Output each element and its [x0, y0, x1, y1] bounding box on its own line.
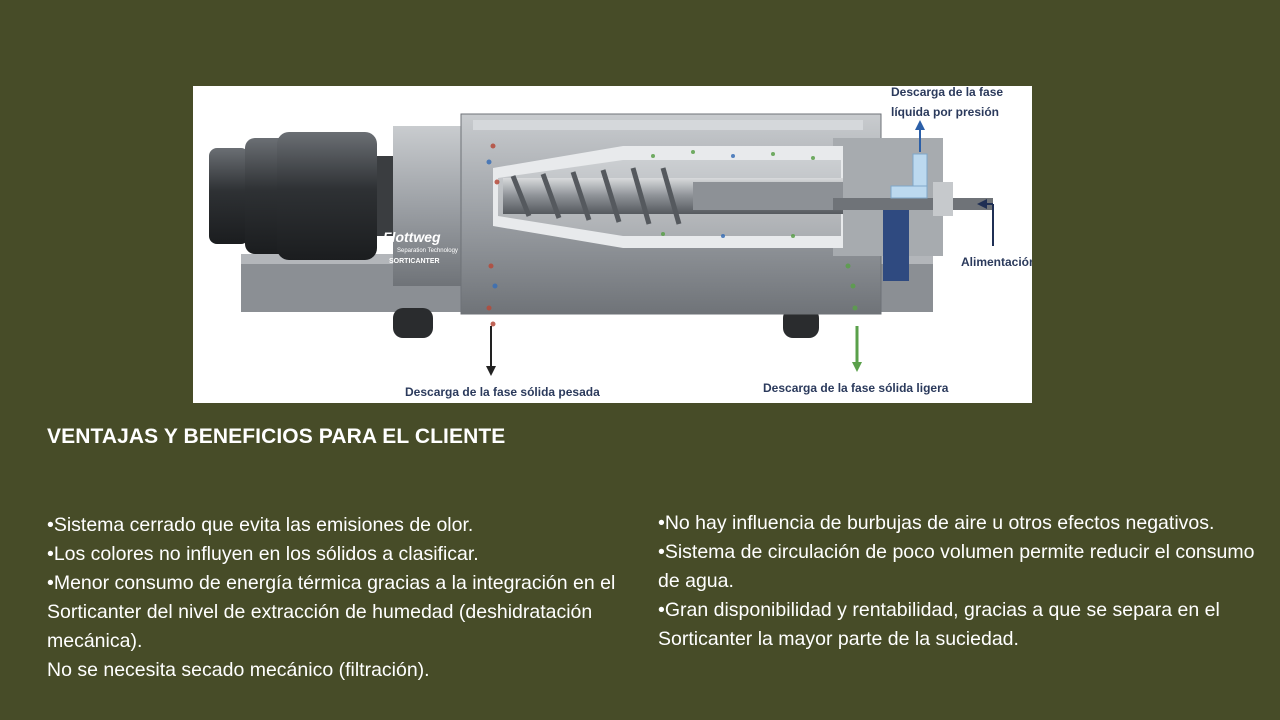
benefit-item: •Sistema de circulación de poco volumen … [658, 541, 1255, 592]
benefit-item: •Gran disponibilidad y rentabilidad, gra… [658, 599, 1220, 650]
label-liquid-discharge-2: líquida por presión [891, 105, 999, 119]
flow-arrows [486, 120, 994, 376]
benefit-item: •Los colores no influyen en los sólidos … [47, 543, 479, 565]
benefits-list-right: •No hay influencia de burbujas de aire u… [658, 509, 1258, 654]
motor [209, 132, 397, 260]
sorticanter-diagram: Flottweg Separation Technology SORTICANT… [193, 86, 1032, 403]
brand-subtitle: Separation Technology [397, 248, 458, 254]
feed-tube [833, 153, 993, 216]
label-feed: Alimentación [961, 255, 1032, 269]
foot-right [783, 308, 819, 338]
brand-name: Flottweg [383, 229, 441, 245]
benefit-item: •No hay influencia de burbujas de aire u… [658, 512, 1215, 534]
brand-plate: Flottweg Separation Technology SORTICANT… [383, 229, 458, 265]
solid-particles [486, 143, 858, 327]
benefit-item: •Menor consumo de energía térmica gracia… [47, 572, 616, 652]
model-name: SORTICANTER [389, 258, 440, 265]
section-heading: VENTAJAS Y BENEFICIOS PARA EL CLIENTE [47, 425, 506, 448]
feed-chamber [883, 206, 909, 281]
foot-left [393, 308, 433, 338]
sorticanter-illustration: Flottweg Separation Technology SORTICANT… [209, 86, 1032, 399]
label-heavy-solid: Descarga de la fase sólida pesada [405, 385, 600, 399]
screw-conveyor [503, 167, 843, 225]
label-light-solid: Descarga de la fase sólida ligera [763, 381, 949, 395]
label-liquid-discharge-1: Descarga de la fase [891, 86, 1003, 99]
benefit-item: •Sistema cerrado que evita las emisiones… [47, 514, 474, 536]
benefit-item: No se necesita secado mecánico (filtraci… [47, 659, 430, 681]
benefits-list-left: •Sistema cerrado que evita las emisiones… [47, 511, 637, 685]
